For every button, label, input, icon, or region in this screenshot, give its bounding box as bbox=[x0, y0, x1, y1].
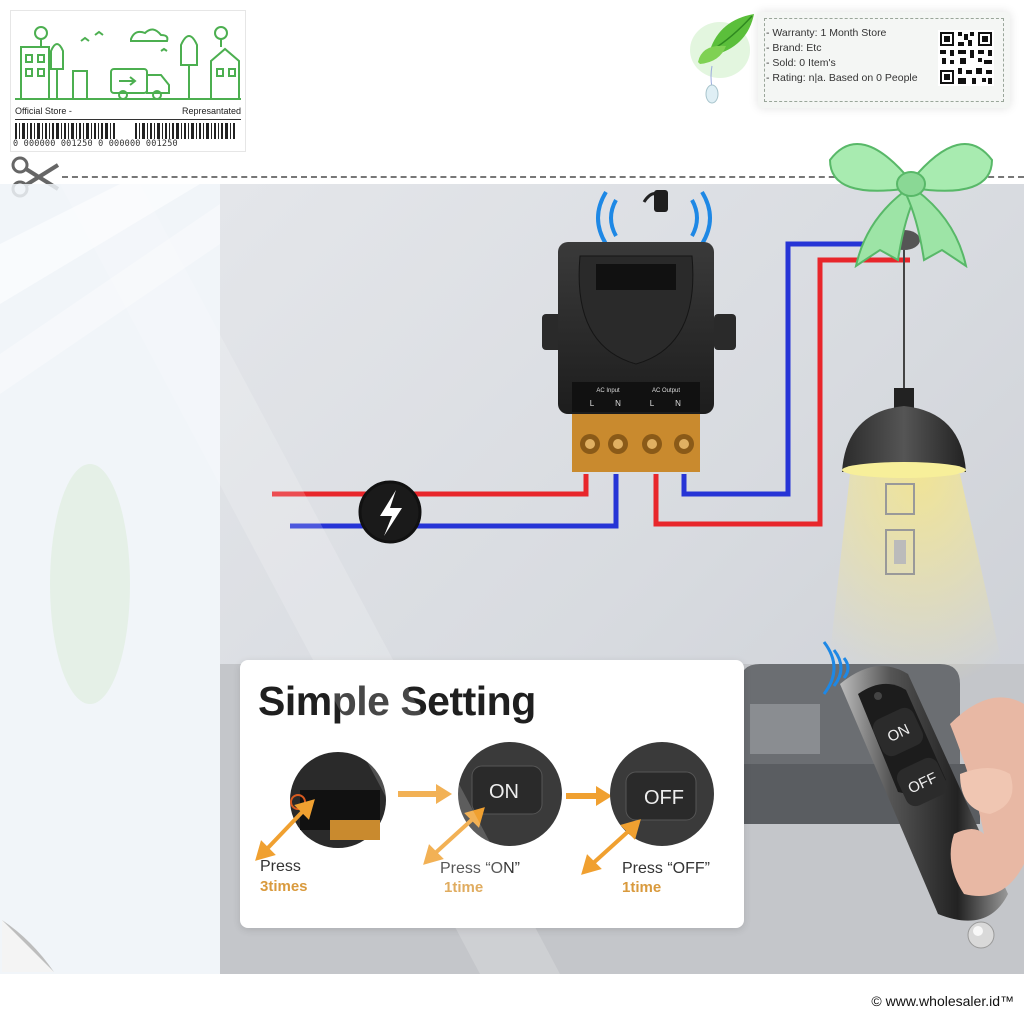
store-badge: Official Store - Represantated 0 000000 … bbox=[10, 10, 246, 152]
setting-on-button-label: ON bbox=[489, 781, 519, 803]
product-info-card: - Warranty: 1 Month Store - Brand: Etc -… bbox=[758, 12, 1010, 108]
terminal-input-label: AC Input bbox=[596, 388, 620, 394]
terminal-pin-4: N bbox=[675, 399, 681, 408]
page-curl-icon bbox=[2, 920, 54, 972]
terminal-output-label: AC Output bbox=[652, 388, 680, 394]
ribbon-bow-icon bbox=[828, 143, 994, 268]
leaf-icon bbox=[690, 14, 754, 104]
brand-info: - Brand: Etc bbox=[766, 42, 822, 54]
represented-label: Represantated bbox=[181, 106, 241, 116]
sold-info: - Sold: 0 Item's bbox=[766, 57, 836, 69]
terminal-pin-1: L bbox=[590, 399, 595, 408]
setting-steps-graphic: ON OFF bbox=[255, 742, 714, 875]
step-1-sub: 3times bbox=[260, 878, 308, 895]
city-illustration bbox=[15, 26, 241, 100]
terminal-pin-3: L bbox=[650, 399, 655, 408]
remote-control: ON OFF bbox=[822, 641, 1024, 921]
cut-line bbox=[62, 176, 1024, 178]
simple-setting-panel: Simple Setting ON OFF Press bbox=[240, 660, 744, 928]
rating-info: - Rating: n|a. Based on 0 People bbox=[766, 72, 918, 84]
qr-code[interactable] bbox=[938, 30, 994, 86]
product-diagram-photo: AC Input AC Output L N L N ON OFF bbox=[220, 184, 1024, 974]
step-2-label: Press “ON” bbox=[440, 860, 520, 877]
relay-module: AC Input AC Output L N L N bbox=[542, 190, 736, 472]
barcode-number: 0 000000 001250 0 000000 001250 bbox=[13, 139, 178, 149]
warranty-info: - Warranty: 1 Month Store bbox=[766, 27, 887, 39]
info-list: - Warranty: 1 Month Store - Brand: Etc -… bbox=[766, 26, 918, 86]
step-3-label: Press “OFF” bbox=[622, 860, 710, 877]
scissors-icon bbox=[11, 156, 60, 198]
barcode bbox=[15, 123, 235, 139]
store-badge-labels: Official Store - Represantated bbox=[15, 105, 241, 120]
pendant-lamp bbox=[842, 230, 966, 478]
step-1-label: Press bbox=[260, 858, 301, 875]
power-source-icon bbox=[358, 480, 422, 544]
step-2-sub: 1time bbox=[444, 879, 484, 896]
metal-knob-icon bbox=[967, 921, 995, 949]
step-3-sub: 1time bbox=[622, 879, 662, 896]
setting-title: Simple Setting bbox=[258, 678, 536, 724]
info-card-border bbox=[764, 18, 1004, 102]
terminal-pin-2: N bbox=[615, 399, 621, 408]
setting-off-button-label: OFF bbox=[644, 787, 684, 809]
copyright-text: © www.wholesaler.id™ bbox=[871, 993, 1014, 1009]
official-store-label: Official Store - bbox=[15, 106, 72, 116]
